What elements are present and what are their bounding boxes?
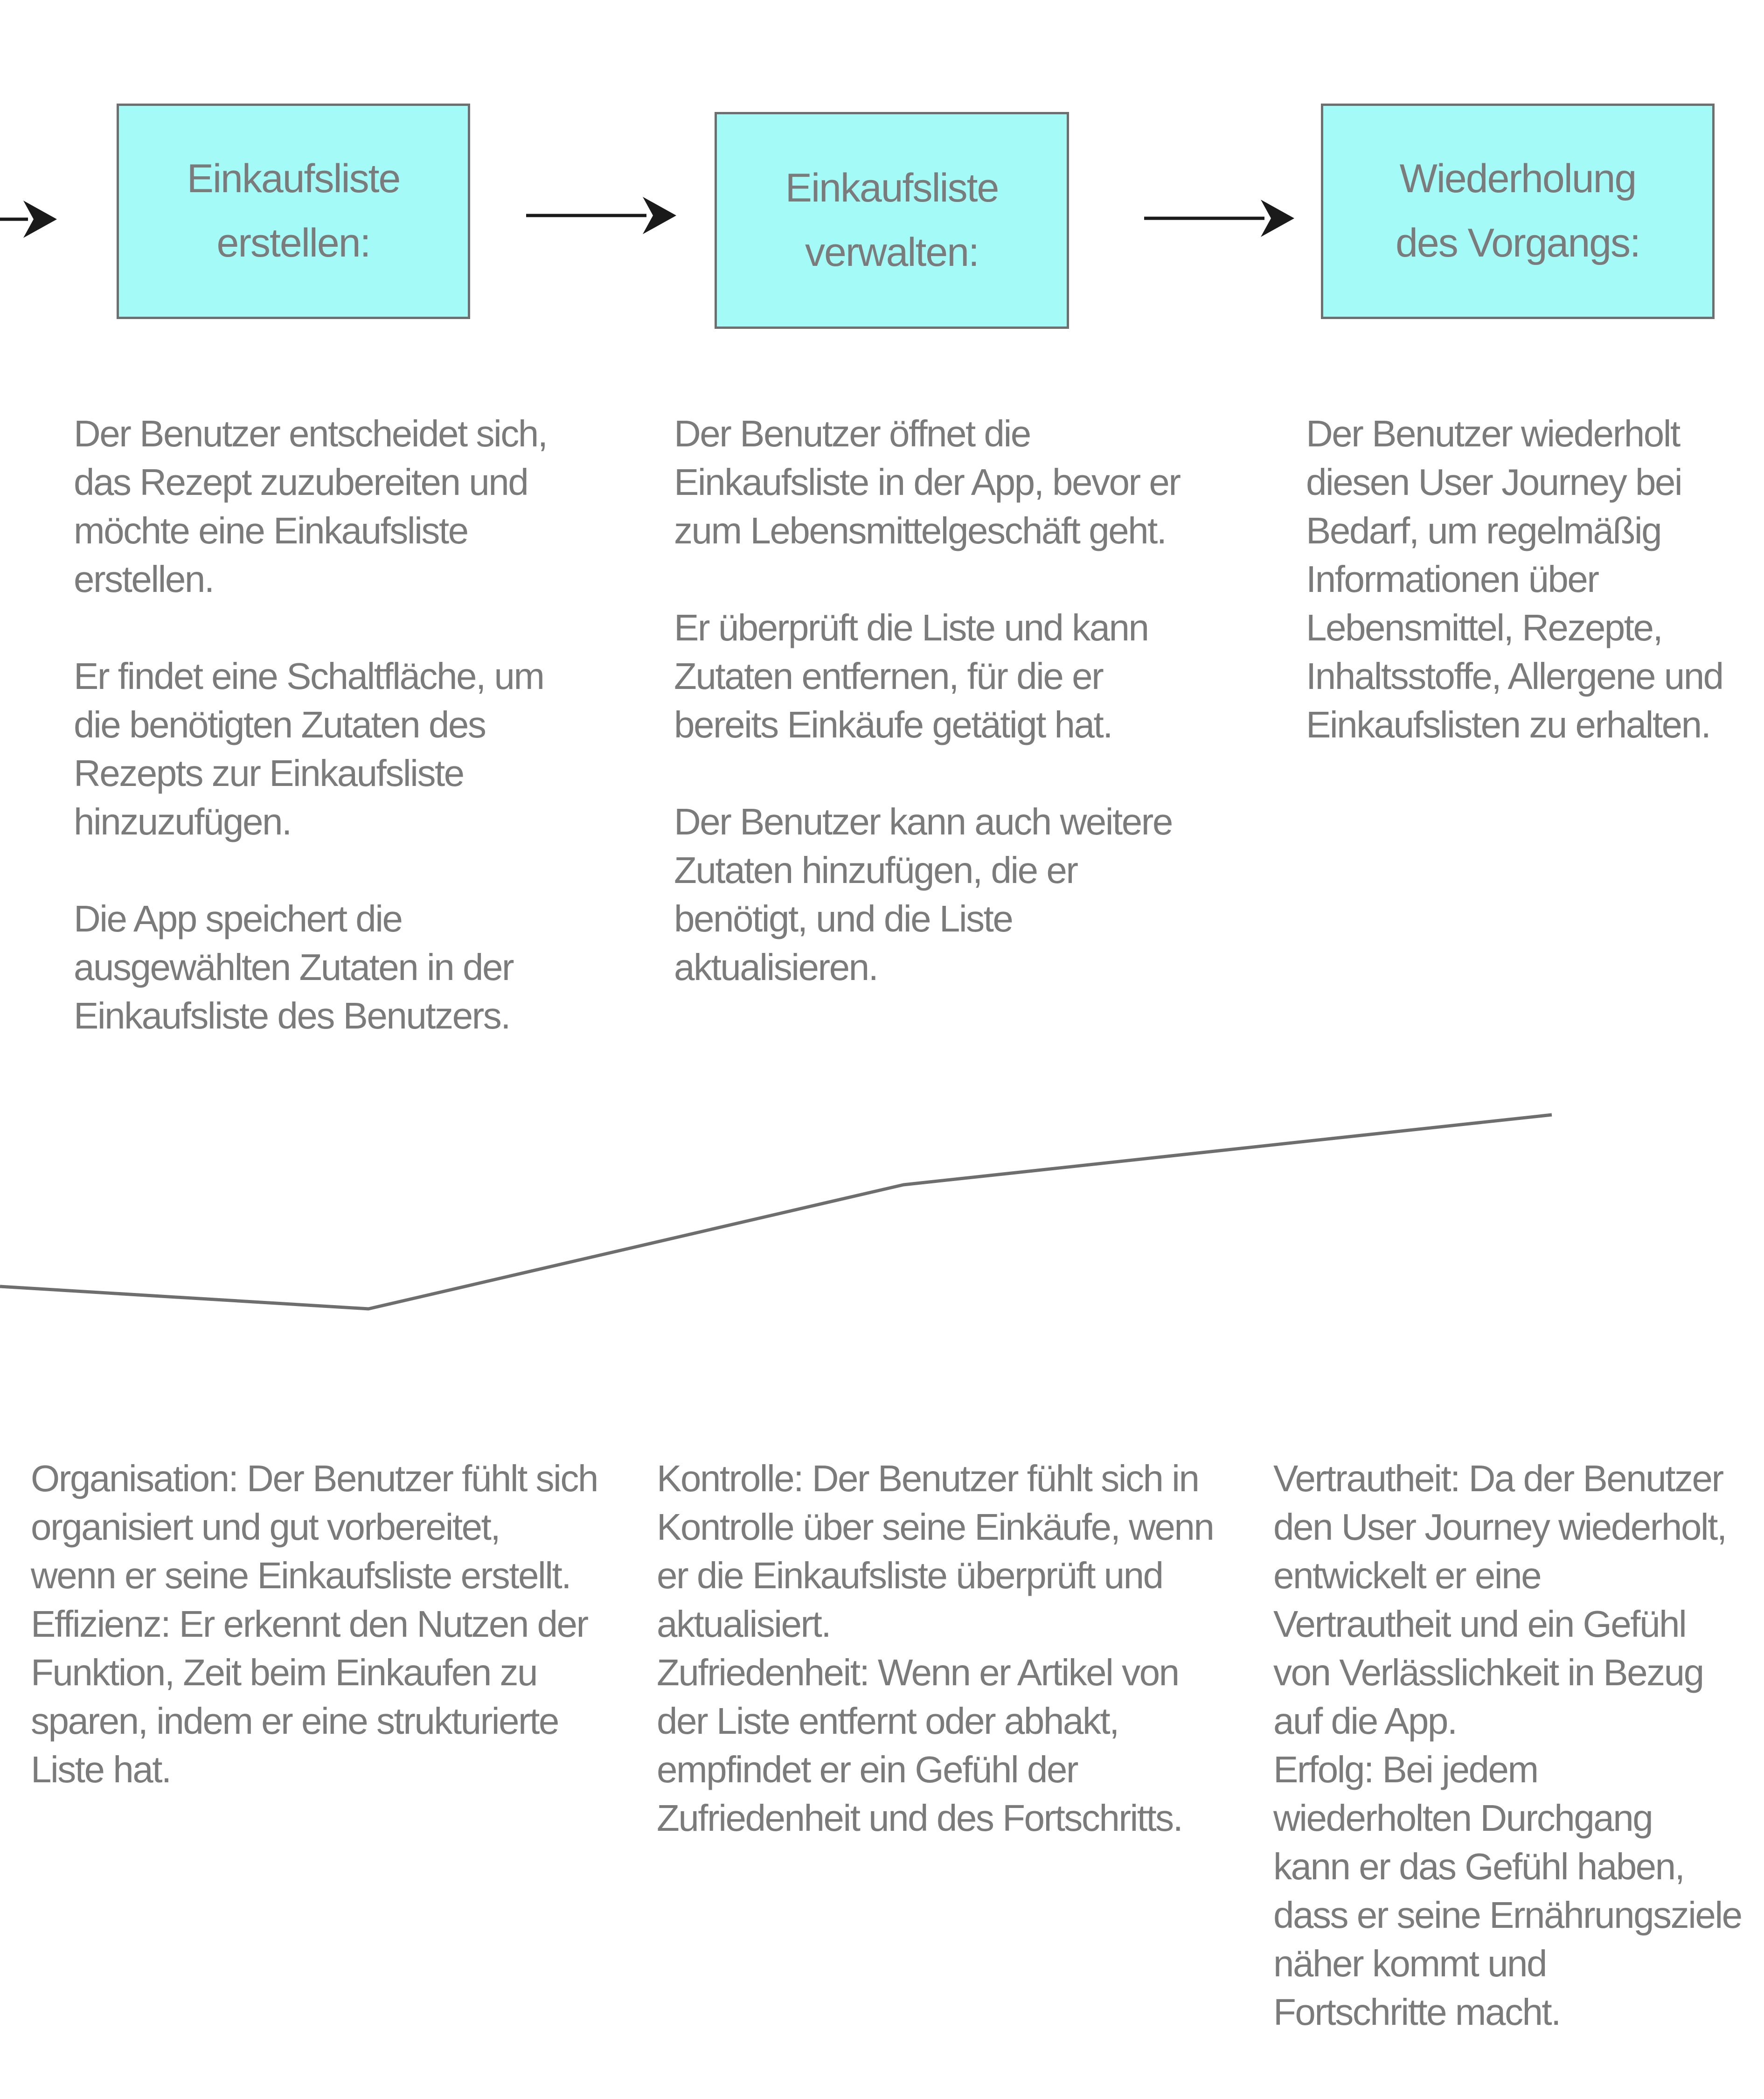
step-title: Einkaufsliste erstellen:: [187, 156, 401, 265]
step-description-1: Der Benutzer entscheidet sich, das Rezep…: [74, 413, 548, 1036]
step-description-3: Der Benutzer wiederholt diesen User Jour…: [1306, 413, 1724, 745]
flow-step-box-2: Einkaufsliste verwalten:: [715, 112, 1069, 329]
flow-step-box-3: Wiederholung des Vorgangs:: [1321, 104, 1715, 319]
step-title: Wiederholung des Vorgangs:: [1396, 156, 1641, 265]
step-title: Einkaufsliste verwalten:: [785, 165, 1000, 275]
flow-arrow-icon: [1144, 200, 1294, 237]
flow-arrow-icon: [526, 197, 676, 234]
step-description-2: Der Benutzer öffnet die Einkaufsliste in…: [674, 413, 1181, 988]
step-feelings-3: Vertrautheit: Da der Benutzer den User J…: [1273, 1458, 1743, 2033]
flow-arrow-icon: [0, 201, 57, 238]
emotion-curve-line: [0, 1113, 1552, 1311]
step-feelings-1: Organisation: Der Benutzer fühlt sich or…: [31, 1458, 598, 1790]
flow-step-box-1: Einkaufsliste erstellen:: [117, 104, 470, 319]
step-feelings-2: Kontrolle: Der Benutzer fühlt sich in Ko…: [657, 1458, 1215, 1839]
